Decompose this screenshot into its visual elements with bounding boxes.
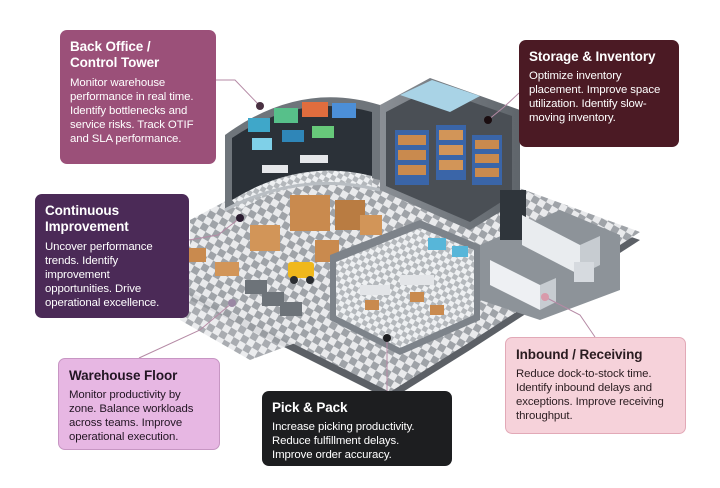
callout-inbound-receiving-title: Inbound / Receiving xyxy=(516,347,643,362)
callout-warehouse-floor: Warehouse Floor Monitor productivity by … xyxy=(58,358,220,450)
callout-back-office: Back Office / Control Tower Monitor ware… xyxy=(60,30,216,164)
loading-dock xyxy=(480,190,620,320)
callout-continuous-improvement-title: Continuous Improvement xyxy=(45,203,129,235)
callout-back-office-title: Back Office / Control Tower xyxy=(70,39,160,71)
storage-area xyxy=(380,78,520,230)
connector-dots xyxy=(228,102,549,342)
connector-lines xyxy=(138,79,596,391)
control-tower xyxy=(224,97,381,212)
callout-pick-pack-body: Increase picking productivity. Reduce fu… xyxy=(272,421,415,462)
pick-pack-area xyxy=(330,220,480,355)
callout-storage-inventory: Storage & Inventory Optimize inventory p… xyxy=(519,40,679,147)
callout-pick-pack-title: Pick & Pack xyxy=(272,400,348,415)
callout-continuous-improvement: Continuous Improvement Uncover performan… xyxy=(35,194,189,318)
callout-pick-pack: Pick & Pack Increase picking productivit… xyxy=(262,391,452,466)
forklift xyxy=(288,262,314,284)
pallets xyxy=(188,248,302,316)
callout-inbound-receiving: Inbound / Receiving Reduce dock-to-stock… xyxy=(505,337,686,434)
callout-warehouse-floor-title: Warehouse Floor xyxy=(69,368,178,383)
callout-storage-inventory-body: Optimize inventory placement. Improve sp… xyxy=(529,70,661,125)
callout-warehouse-floor-body: Monitor productivity by zone. Balance wo… xyxy=(69,389,194,444)
callout-storage-inventory-title: Storage & Inventory xyxy=(529,49,656,64)
callout-back-office-body: Monitor warehouse performance in real ti… xyxy=(70,76,194,145)
callout-continuous-improvement-body: Uncover performance trends. Identify imp… xyxy=(45,240,160,309)
callout-inbound-receiving-body: Reduce dock-to-stock time. Identify inbo… xyxy=(516,368,664,423)
